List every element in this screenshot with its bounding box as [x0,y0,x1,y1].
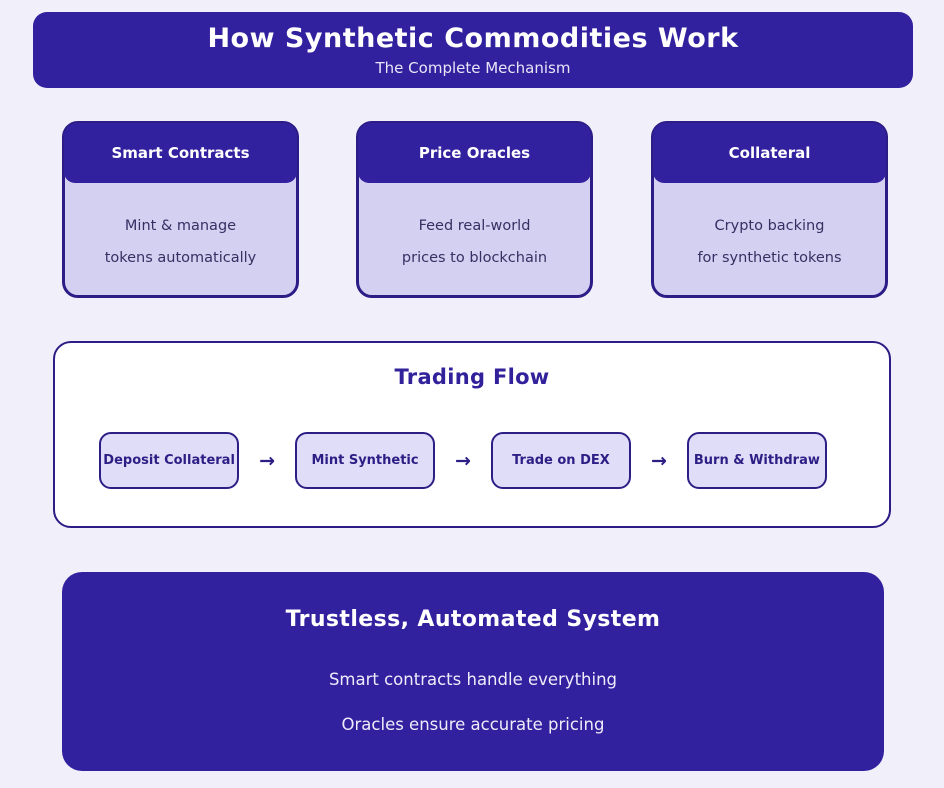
card-title: Price Oracles [418,144,531,162]
page-title: How Synthetic Commodities Work [207,23,739,54]
flow-step-burn-withdraw: Burn & Withdraw [686,432,827,489]
card-description-line: tokens automatically [104,250,257,266]
trading-flow-steps: Deposit Collateral → Mint Synthetic → Tr… [55,432,871,489]
right-arrow-icon: → [650,449,667,472]
trading-flow-title: Trading Flow [394,365,550,389]
trading-flow-panel: Trading Flow Deposit Collateral → Mint S… [53,341,891,528]
footer-line: Smart contracts handle everything [328,670,618,689]
card-description-line: for synthetic tokens [697,250,842,266]
card-description-line: Mint & manage [124,218,237,234]
footer-banner: Trustless, Automated System Smart contra… [62,572,884,771]
right-arrow-icon: → [455,449,471,472]
card-collateral: Collateral Crypto backing for synthetic … [651,121,888,298]
card-price-oracles-header: Price Oracles [358,123,591,183]
card-title: Smart Contracts [111,144,250,162]
card-price-oracles: Price Oracles Feed real-world prices to … [356,121,593,298]
footer-title: Trustless, Automated System [285,607,661,632]
card-smart-contracts: Smart Contracts Mint & manage tokens aut… [62,121,299,298]
card-collateral-header: Collateral [653,123,886,183]
right-arrow-icon: → [259,449,276,472]
card-collateral-body: Crypto backing for synthetic tokens [654,183,885,295]
card-description-line: Crypto backing [714,218,825,234]
header-banner: How Synthetic Commodities Work The Compl… [33,12,913,88]
card-price-oracles-body: Feed real-world prices to blockchain [359,183,590,295]
flow-step-mint-synthetic: Mint Synthetic [295,432,436,489]
flow-step-deposit-collateral: Deposit Collateral [99,432,240,489]
footer-line: Oracles ensure accurate pricing [341,715,605,734]
page-subtitle: The Complete Mechanism [375,59,571,77]
card-description-line: Feed real-world [418,218,531,234]
card-smart-contracts-body: Mint & manage tokens automatically [65,183,296,295]
card-smart-contracts-header: Smart Contracts [64,123,297,183]
card-description-line: prices to blockchain [401,250,548,266]
flow-step-trade-on-dex: Trade on DEX [490,432,631,489]
card-title: Collateral [728,144,811,162]
